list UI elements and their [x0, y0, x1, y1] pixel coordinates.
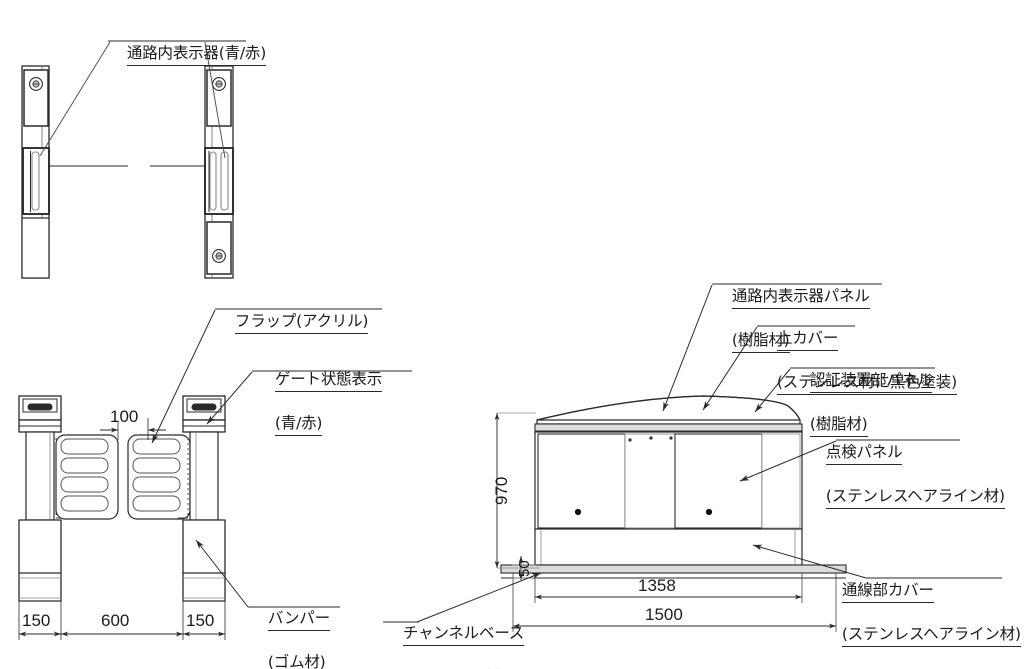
plan-left-unit [21, 65, 50, 279]
front-bottom-dims [18, 601, 226, 640]
label-gate-status: ゲート状態表示 (青/赤) [256, 348, 382, 457]
wire-cover-band [534, 528, 803, 566]
dim-side-height: 970 [492, 476, 511, 505]
dim-front-passage: 600 [101, 611, 130, 630]
dim-front-flap-gap: 100 [110, 407, 139, 426]
channel-base-shape [500, 564, 847, 574]
inspection-panel-left [537, 433, 626, 529]
label-wire-cover: 通線部カバー (ステンレスヘアライン材) [823, 559, 1021, 668]
auth-panel-center [624, 433, 676, 529]
dim-side-overall-width: 1500 [645, 605, 683, 624]
front-left-flap [55, 434, 119, 520]
label-top-cover: 上カバー (ステンレス材に黒色塗装) [758, 307, 957, 416]
front-right-post [178, 395, 226, 602]
side-dim-1500 [512, 573, 837, 632]
label-indicator-panel: 通路内表示器パネル (樹脂材) [713, 265, 870, 374]
label-bumper: バンパー (ゴム材) [249, 587, 330, 669]
dim-front-right-post: 150 [186, 611, 215, 630]
side-view [383, 283, 1002, 632]
label-auth-panel: 認証装置部パネル (樹脂材) [791, 349, 933, 458]
inspection-panel-right [674, 433, 763, 529]
front-left-post [18, 395, 66, 602]
front-dim-100 [100, 418, 166, 440]
label-flap: フラップ(アクリル) [216, 290, 368, 355]
front-right-flap [127, 434, 191, 520]
plan-view [21, 40, 246, 279]
dim-side-base-height: 50 [516, 560, 533, 577]
dim-side-body-width: 1358 [638, 576, 676, 595]
plan-right-unit [204, 65, 234, 279]
front-view [18, 308, 412, 640]
label-inspection-panel: 点検パネル (ステンレスヘアライン材) [807, 421, 1005, 530]
label-plan-indicator: 通路内表示器(青/赤) [108, 22, 266, 87]
label-channel-base: チャンネルベース (ステンレス材) [384, 602, 524, 669]
side-dim-height [494, 412, 540, 569]
dim-front-left-post: 150 [22, 611, 51, 630]
